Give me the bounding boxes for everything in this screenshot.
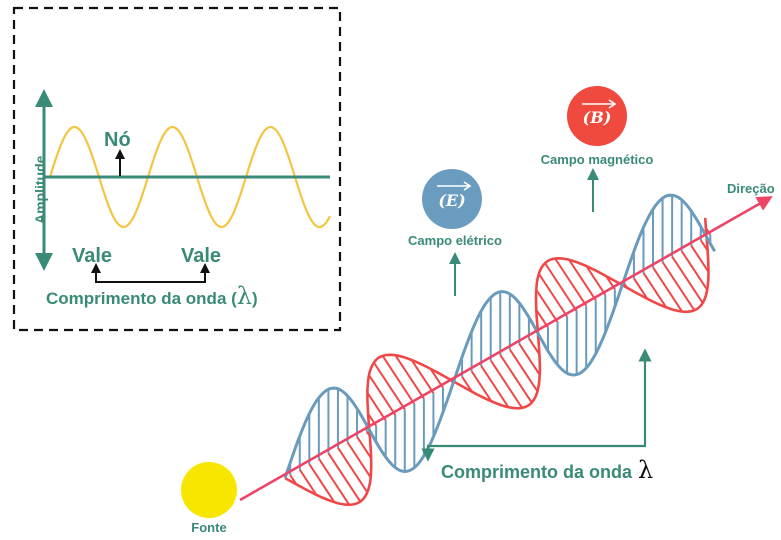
direction-label: Direção xyxy=(727,181,775,196)
magnetic-hatch-line xyxy=(671,255,704,304)
magnetic-hatch-line xyxy=(690,245,710,273)
em-wave xyxy=(239,193,773,507)
magnetic-hatch-line xyxy=(508,348,539,392)
magnetic-hatch-line xyxy=(346,441,372,478)
magnetic-hatch-line xyxy=(366,392,387,421)
inset-wavelength-label: Comprimento da onda (λ) xyxy=(46,282,258,310)
direction-axis xyxy=(239,196,773,502)
magnetic-hatch-line xyxy=(554,257,588,307)
electric-field-badge: (E) xyxy=(422,169,482,229)
magnetic-hatch-line xyxy=(535,289,559,323)
magnetic-field-badge: (B) xyxy=(567,86,627,146)
trough-label-left: Vale xyxy=(72,245,112,267)
electric-field-label: Campo elétrico xyxy=(408,233,502,248)
magnetic-hatch-line xyxy=(356,436,372,459)
magnetic-hatch-line xyxy=(652,266,683,313)
amplitude-label: Amplitude xyxy=(32,155,48,224)
magnetic-hatch-line xyxy=(394,354,425,400)
magnetic-hatch-line xyxy=(381,355,416,405)
source-label: Fonte xyxy=(191,520,226,535)
magnetic-hatch-line xyxy=(480,365,510,408)
magnetic-badge-circle xyxy=(567,86,627,146)
electric-field-wave xyxy=(283,193,716,479)
magnetic-hatch-line xyxy=(568,259,597,301)
magnetic-hatch-line xyxy=(489,359,523,409)
magnetic-hatch-line xyxy=(373,361,406,411)
inset-sine-wave xyxy=(48,125,331,229)
magnetic-hatch-line xyxy=(318,458,351,506)
magnetic-hatch-line xyxy=(499,354,533,404)
magnetic-hatch-line xyxy=(298,469,318,496)
magnetic-hatch-line xyxy=(337,447,369,493)
trough-label-right: Vale xyxy=(181,245,221,267)
wave-inset: Amplitude Nó Vale Vale Comprimento da on… xyxy=(12,6,342,332)
magnetic-hatch-line xyxy=(368,374,397,416)
magnetic-hatch-line xyxy=(633,277,649,300)
electric-symbol: (E) xyxy=(438,191,465,210)
magnetic-hatch-line xyxy=(661,261,696,311)
wavelength-bracket xyxy=(91,263,210,283)
magnetic-symbol: (B) xyxy=(583,108,612,127)
magnetic-field-label: Campo magnético xyxy=(541,152,654,167)
magnetic-hatch-line xyxy=(308,463,336,503)
magnetic-hatch-line xyxy=(642,272,667,308)
main-wavelength-bracket xyxy=(421,348,652,462)
magnetic-hatch-line xyxy=(680,250,709,291)
magnetic-hatch-line xyxy=(544,262,578,312)
node-label: Nó xyxy=(104,129,131,151)
magnetic-hatch-line xyxy=(327,452,362,503)
magnetic-hatch-line xyxy=(585,265,607,296)
magnetic-hatch-line xyxy=(538,273,568,318)
inset-border xyxy=(12,6,342,332)
source-circle xyxy=(181,462,237,518)
